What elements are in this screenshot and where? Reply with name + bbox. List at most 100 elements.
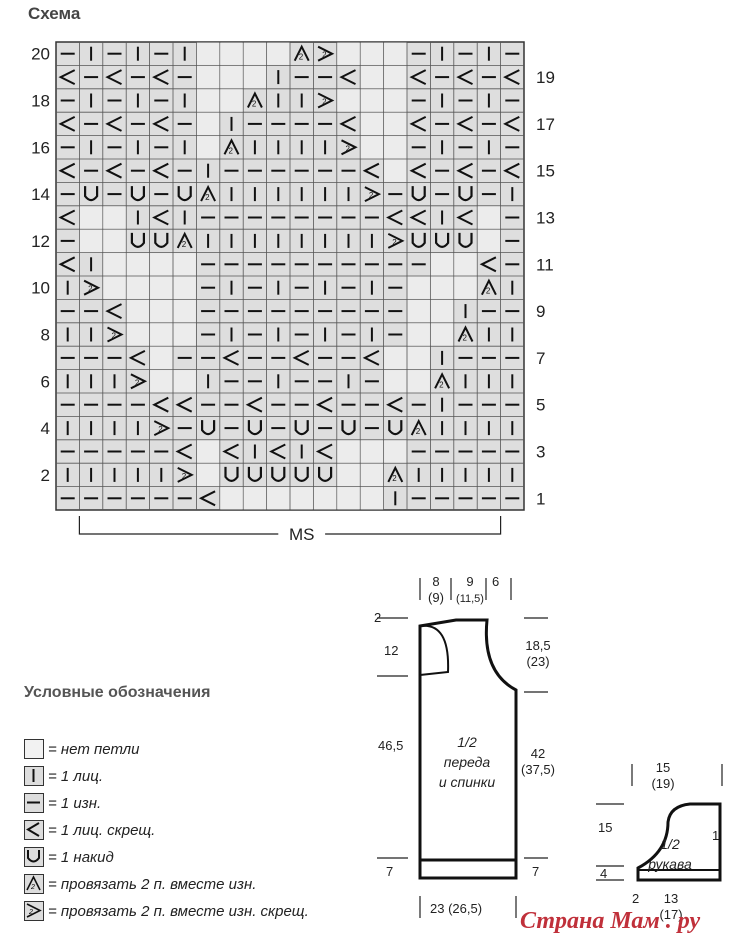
cell-empty <box>290 487 313 510</box>
chart-cell <box>456 69 473 85</box>
chart-cell <box>58 256 76 273</box>
svg-text:2: 2 <box>30 884 35 891</box>
body-dim-armhole: 12 <box>384 643 399 658</box>
cell-empty <box>126 299 150 323</box>
cell-empty <box>407 346 430 370</box>
cell-empty <box>384 65 407 89</box>
chart-cell <box>409 69 427 85</box>
chart-cell <box>456 116 473 132</box>
cell-empty <box>150 299 173 323</box>
chart-cell <box>105 162 122 179</box>
cell-empty <box>150 276 173 299</box>
row-number-left: 2 <box>41 466 50 485</box>
sleeve-dim-right: 1 <box>712 828 720 843</box>
chart-cell <box>292 350 310 366</box>
cell-empty <box>360 487 384 510</box>
svg-text:2: 2 <box>346 144 351 153</box>
chart-cell <box>175 443 193 460</box>
chart-cell: 2 <box>83 279 101 296</box>
chart-cell <box>154 232 169 248</box>
row-number-right: 1 <box>536 489 545 508</box>
body-dim-shoulder: 8(9) <box>428 574 444 605</box>
chart-cell: 2 <box>247 91 263 109</box>
ms-bracket-right <box>325 516 502 535</box>
chart-cell: 2 <box>341 139 358 156</box>
legend-item-p2tog-twisted: 2= провязать 2 п. вместе изн. скрещ. <box>24 900 309 922</box>
chart-cell <box>362 162 380 179</box>
chart-cell <box>130 186 145 202</box>
legend-title: Условные обозначения <box>24 684 211 701</box>
svg-text:2: 2 <box>112 332 117 341</box>
purl-icon <box>24 793 44 813</box>
svg-text:2: 2 <box>182 240 187 249</box>
chart-cell <box>503 116 520 132</box>
row-number-left: 8 <box>41 326 50 345</box>
yo-icon <box>24 847 44 867</box>
cell-empty <box>384 89 407 112</box>
cell-empty <box>384 159 407 182</box>
p2tog-icon: 2 <box>24 874 44 894</box>
k2tog-twisted-icon <box>24 820 44 840</box>
row-number-left: 12 <box>31 232 50 251</box>
chart-cell <box>152 116 169 132</box>
cell-empty <box>173 299 196 323</box>
chart-cell <box>318 466 333 482</box>
legend-item-purl: = 1 изн. <box>24 792 101 814</box>
row-number-right: 9 <box>536 302 545 321</box>
legend-text: = 1 накид <box>48 848 114 866</box>
chart-cell <box>458 186 473 202</box>
chart-cell <box>247 466 262 482</box>
svg-text:2: 2 <box>252 100 257 109</box>
row-number-right: 7 <box>536 349 545 368</box>
chart-cell <box>58 209 76 226</box>
cell-empty <box>150 346 173 370</box>
body-dim-hem-left: 7 <box>386 864 394 879</box>
chart-cell <box>152 396 169 413</box>
svg-text:2: 2 <box>463 334 468 343</box>
chart-cell <box>503 69 520 85</box>
cell-empty <box>360 42 384 65</box>
cell-empty <box>337 487 360 510</box>
chart-cell <box>224 466 239 482</box>
chart-cell <box>411 232 426 248</box>
row-number-right: 17 <box>536 115 555 134</box>
body-dim-shoulder-drop: 2 <box>374 610 382 625</box>
cell-empty <box>337 89 360 112</box>
chart-cell: 2 <box>364 186 382 202</box>
chart-cell <box>58 116 76 132</box>
cell-empty <box>150 370 173 393</box>
body-dim-neck-depth: 6 <box>492 574 500 589</box>
cell-empty <box>337 42 360 65</box>
cell-empty <box>196 65 220 89</box>
legend-text: = провязать 2 п. вместе изн. скрещ. <box>48 902 309 920</box>
chart-cell: 2 <box>410 418 427 436</box>
cell-empty <box>243 487 267 510</box>
svg-text:2: 2 <box>322 98 327 107</box>
cell-empty <box>360 440 384 463</box>
chart-cell <box>411 186 426 202</box>
chart-cell <box>152 162 169 179</box>
legend-item-knit: = 1 лиц. <box>24 765 103 787</box>
legend-item-empty: = нет петли <box>24 738 139 760</box>
cell-empty <box>337 463 360 487</box>
row-number-right: 11 <box>536 255 554 274</box>
cell-empty <box>173 370 196 393</box>
cell-empty <box>360 65 384 89</box>
svg-text:2: 2 <box>392 238 397 247</box>
schema-title: Схема <box>28 4 81 23</box>
chart-cell <box>152 69 169 85</box>
cell-empty <box>384 136 407 159</box>
chart-cell: 2 <box>481 278 497 296</box>
legend-text: = 1 лиц. скрещ. <box>48 821 156 839</box>
svg-text:2: 2 <box>205 193 210 202</box>
cell-empty <box>103 253 126 276</box>
cell-empty <box>407 276 430 299</box>
sleeve-dim-bottom-small: 2 <box>632 891 640 906</box>
row-number-left: 10 <box>31 279 50 298</box>
chart-cell <box>269 443 286 460</box>
cell-empty <box>267 487 290 510</box>
chart-cell <box>456 209 473 226</box>
body-dim-hem-right: 7 <box>532 864 540 879</box>
chart-cell <box>458 232 473 248</box>
